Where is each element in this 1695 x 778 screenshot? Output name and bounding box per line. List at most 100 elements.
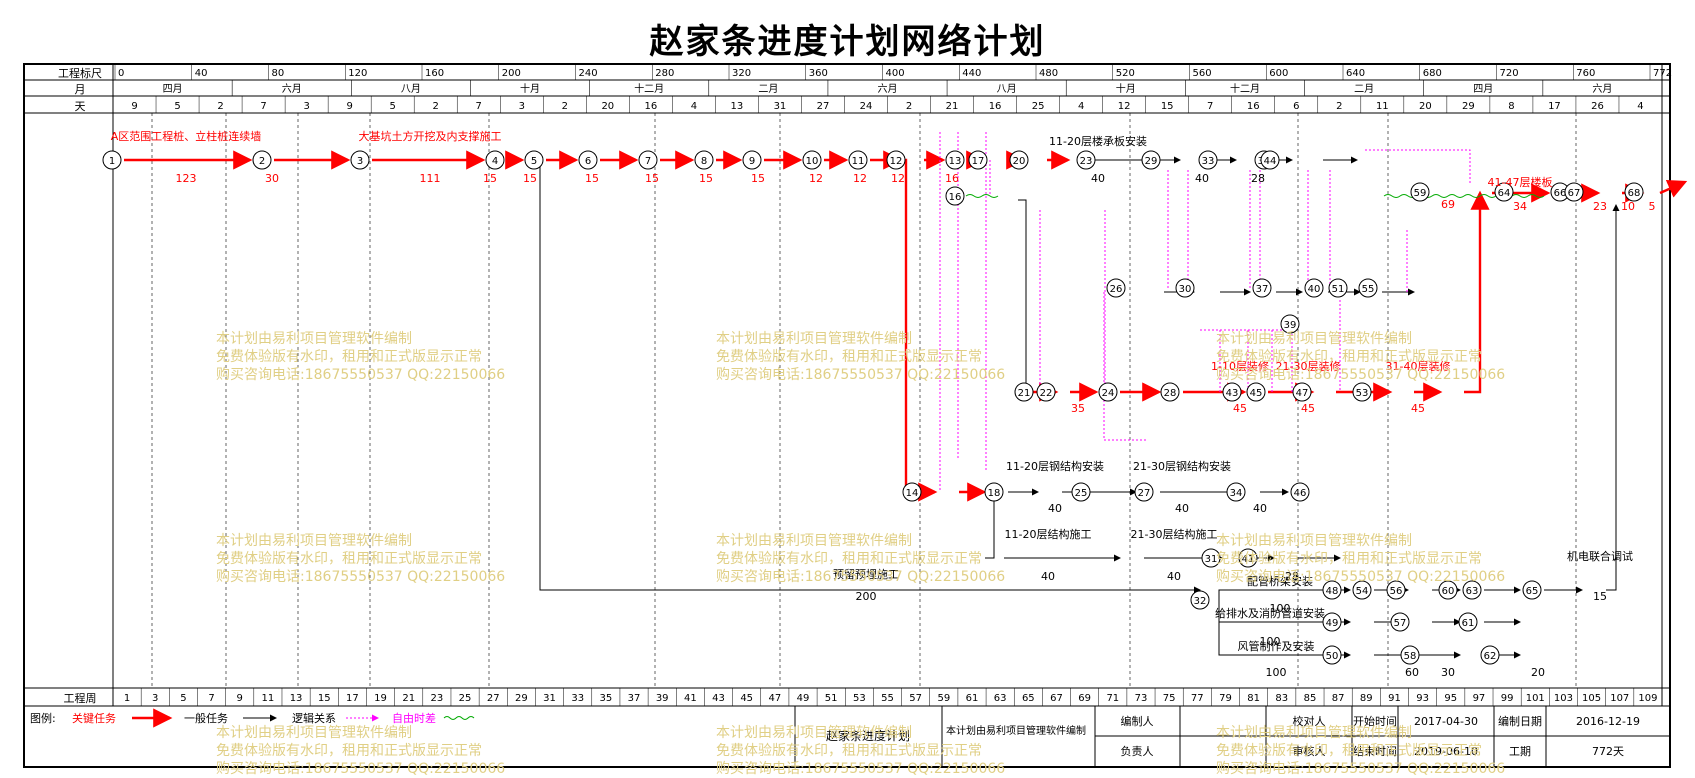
page-title: 赵家条进度计划网络计划 [649,22,1046,62]
node-number: 27 [1138,488,1151,499]
week-label: 53 [853,693,866,704]
week-label: 37 [628,693,641,704]
node-number: 46 [1294,488,1307,499]
node-number: 33 [1202,156,1215,167]
node-number: 62 [1484,651,1497,662]
node-number: 57 [1394,618,1407,629]
week-label: 77 [1191,693,1204,704]
node-number: 67 [1568,188,1581,199]
scale-tick-label: 560 [1193,68,1212,79]
week-label: 69 [1078,693,1091,704]
week-label: 11 [262,693,275,704]
week-label: 49 [797,693,810,704]
node-circle [1226,482,1246,502]
node-number: 12 [890,156,903,167]
week-label: 109 [1638,693,1657,704]
task-duration: 30 [1441,666,1455,679]
month-label: 十月 [1116,82,1136,95]
task-duration: 35 [1071,402,1085,415]
node-circle [1624,182,1644,202]
node-circle [1201,548,1221,568]
node-number: 47 [1296,388,1309,399]
scale-header-label: 工程标尺 [58,66,102,80]
task-duration: 123 [176,172,197,185]
node-number: 21 [1018,388,1031,399]
month-label: 二月 [1354,83,1374,95]
day-label: 7 [260,101,266,112]
week-label: 41 [684,693,697,704]
task-duration: 100 [1260,635,1281,648]
network-node: 45 [1246,382,1266,402]
network-node: 67 [1564,182,1584,202]
legend-title: 图例: [30,711,56,725]
free-float-wave-2 [965,194,999,198]
network-node: 46 [1290,482,1310,502]
node-number: 51 [1332,284,1345,295]
week-label: 91 [1388,693,1401,704]
task-duration: 40 [1091,172,1105,185]
node-number: 7 [645,156,651,167]
week-label: 71 [1106,693,1119,704]
task-duration: 15 [585,172,599,185]
scale-tick-label: 600 [1269,68,1288,79]
node-number: 13 [949,156,962,167]
week-label: 79 [1219,693,1232,704]
day-label: 4 [691,101,697,112]
month-label: 二月 [758,83,778,95]
network-node: 27 [1134,482,1154,502]
node-number: 37 [1256,284,1269,295]
network-node: 51 [1328,278,1348,298]
week-label: 101 [1526,693,1545,704]
task-name: 11-20层结构施工 [1005,527,1092,541]
network-node: 7 [638,150,658,170]
scale-tick-label: 720 [1500,68,1519,79]
legend-float-wave [443,716,475,720]
network-node: 40 [1304,278,1324,298]
footer-software-note: 本计划由易利项目管理软件编制 [946,724,1086,737]
network-node: 34 [1226,482,1246,502]
node-circle [1190,590,1210,610]
task-name: 大基坑土方开挖及内支撑施工 [359,129,502,143]
day-header-label: 天 [75,100,86,113]
week-label: 7 [208,693,214,704]
week-label: 99 [1501,693,1514,704]
node-number: 65 [1526,586,1539,597]
scale-tick-label: 520 [1116,68,1135,79]
task-duration: 111 [420,172,441,185]
day-label: 2 [562,101,568,112]
month-label: 六月 [878,83,898,95]
month-label: 十二月 [1230,82,1260,95]
day-label: 4 [1078,101,1084,112]
week-label: 45 [740,693,753,704]
task-duration: 40 [1167,570,1181,583]
node-circle [1036,382,1056,402]
network-node: 64 [1494,182,1514,202]
network-node: 23 [1076,150,1096,170]
day-label: 3 [519,101,525,112]
node-circle [1076,150,1096,170]
node-number: 50 [1326,651,1339,662]
footer-reviewed-by: 审核人 [1293,744,1326,758]
day-label: 29 [1462,101,1475,112]
task-duration: 60 [1405,666,1419,679]
network-node: 56 [1386,580,1406,600]
day-label: 16 [989,101,1002,112]
footer-date-value: 2016-12-19 [1576,715,1640,728]
watermark: 本计划由易利项目管理软件编制免费体验版有水印，租用和正式版显示正常购买咨询电话:… [216,533,506,585]
node-circle [984,482,1004,502]
day-label: 20 [1419,101,1432,112]
node-number: 10 [806,156,819,167]
node-circle [1458,612,1478,632]
network-node: 12 [886,150,906,170]
node-circle [1260,150,1280,170]
node-circle [1071,482,1091,502]
day-label: 24 [860,101,873,112]
network-node: 57 [1390,612,1410,632]
watermark: 本计划由易利项目管理软件编制免费体验版有水印，租用和正式版显示正常购买咨询电话:… [216,725,506,777]
footer-checked-by: 校对人 [1293,714,1326,728]
task-duration: 45 [1301,402,1315,415]
node-number: 20 [1013,156,1026,167]
task-duration: 45 [1233,402,1247,415]
